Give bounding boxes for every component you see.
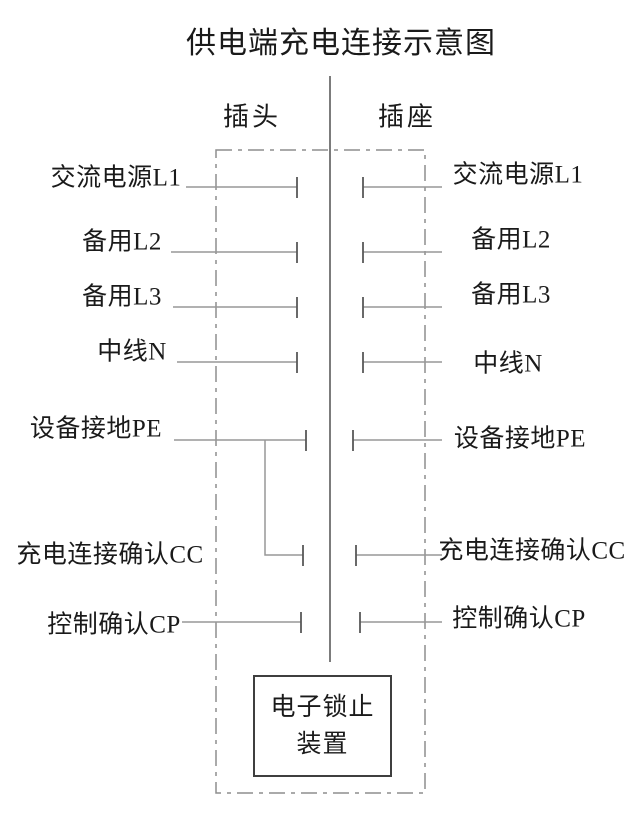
socket-label-cc: 充电连接确认CC: [438, 537, 626, 565]
plug-label-spare-l2: 备用L2: [82, 228, 162, 256]
electronic-lock-box: 电子锁止 装置: [253, 675, 392, 777]
socket-label-cp: 控制确认CP: [452, 605, 586, 633]
electronic-lock-label-line2: 装置: [296, 731, 349, 758]
pe-cc-branch-wire: [264, 440, 303, 556]
socket-label-spare-l3: 备用L3: [471, 281, 551, 309]
socket-label-ground-pe: 设备接地PE: [453, 425, 587, 453]
diagram-title: 供电端充电连接示意图: [186, 27, 496, 60]
electronic-lock-label-line1: 电子锁止: [270, 694, 375, 721]
plug-label-cp: 控制确认CP: [47, 611, 181, 639]
socket-label-ac-l1: 交流电源L1: [452, 161, 584, 189]
plug-label-cc: 充电连接确认CC: [16, 541, 204, 569]
coupler-boundary-dashed-rect: [215, 149, 426, 794]
plug-label-neutral-n: 中线N: [97, 338, 167, 366]
socket-label-spare-l2: 备用L2: [471, 226, 551, 254]
plug-label-spare-l3: 备用L3: [82, 283, 162, 311]
plug-label-ac-l1: 交流电源L1: [50, 164, 182, 192]
socket-label-neutral-n: 中线N: [473, 350, 543, 378]
plug-label-ground-pe: 设备接地PE: [29, 415, 163, 443]
plug-column-header: 插头: [222, 102, 282, 132]
socket-column-header: 插座: [377, 102, 437, 132]
